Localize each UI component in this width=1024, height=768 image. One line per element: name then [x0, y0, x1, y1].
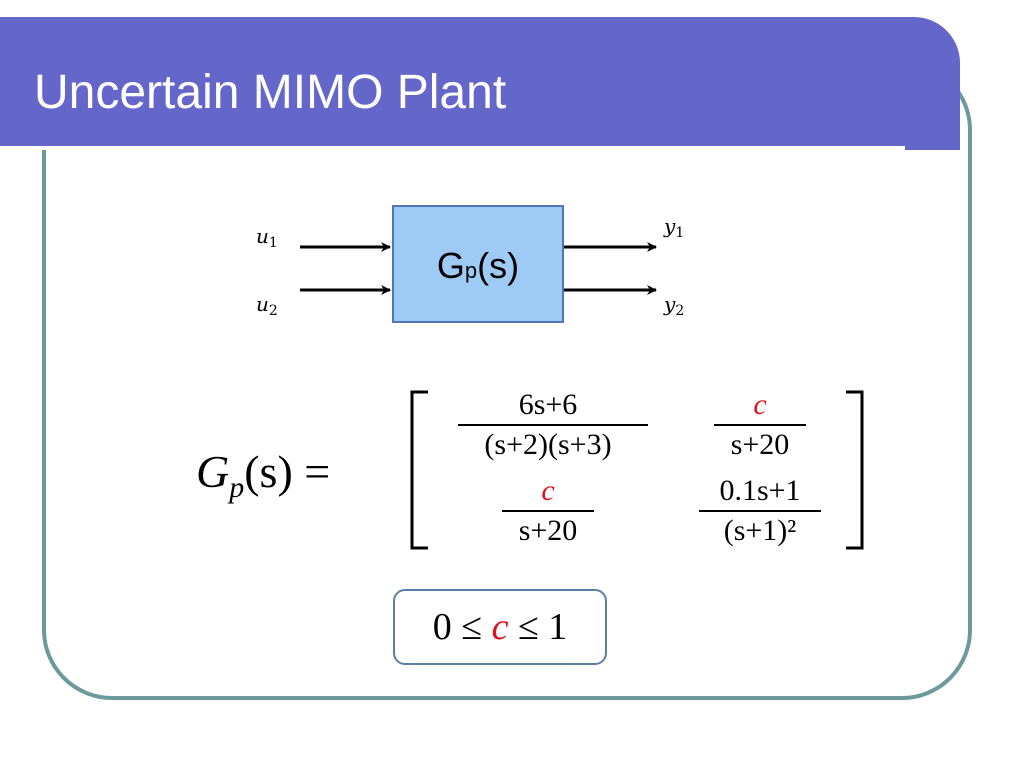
plant-block-label: Gp(s): [436, 245, 520, 286]
matrix-cell-22: 0.1s+1 (s+1)²: [670, 474, 850, 548]
title-underline: [0, 146, 905, 150]
signal-y1: y1: [664, 214, 685, 241]
slide-title: Uncertain MIMO Plant: [34, 66, 507, 119]
constraint-box: 0 ≤ c ≤ 1: [393, 589, 607, 665]
equation-lhs: Gp(s) =: [196, 446, 331, 504]
matrix-cell-21: c s+20: [458, 474, 638, 548]
title-bar: Uncertain MIMO Plant: [0, 17, 960, 150]
matrix-right-bracket: [846, 390, 864, 550]
matrix-left-bracket: [410, 390, 428, 550]
matrix-cell-12: c s+20: [670, 388, 850, 462]
signal-u2: u2: [256, 292, 278, 319]
matrix-cell-11: 6s+6 (s+2)(s+3): [458, 388, 648, 462]
signal-y2: y2: [664, 292, 685, 319]
plant-block: Gp(s): [392, 205, 564, 323]
uncertain-parameter: c: [491, 606, 509, 648]
signal-u1: u1: [256, 224, 278, 251]
